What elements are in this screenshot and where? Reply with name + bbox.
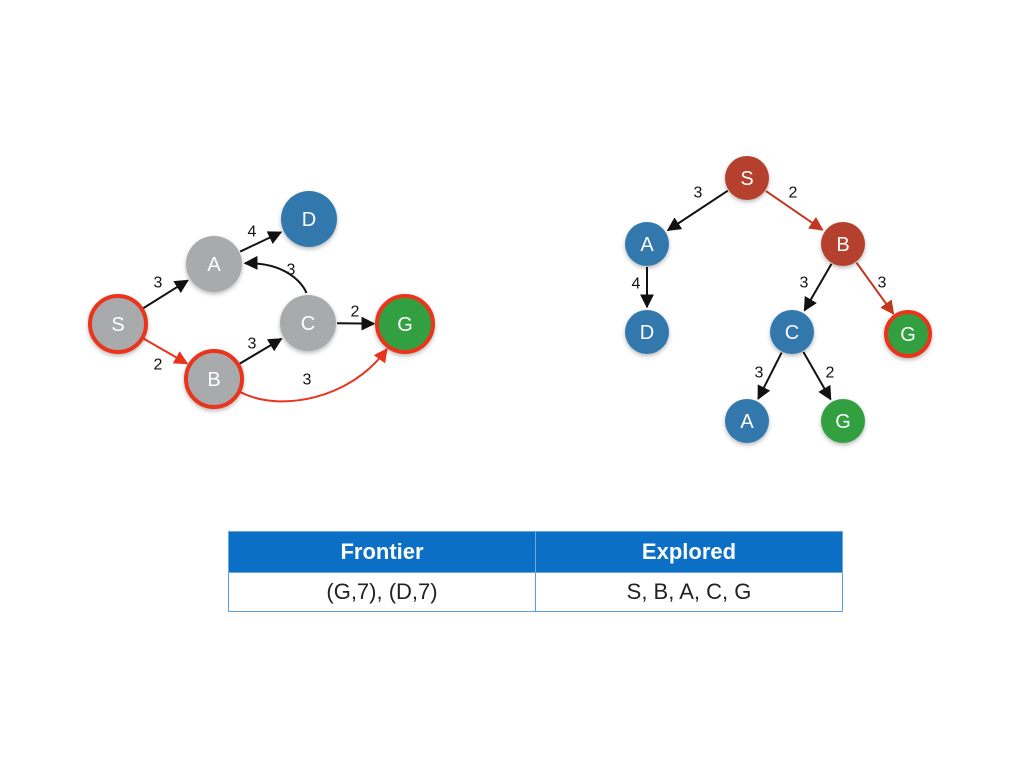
node-a1: A (625, 222, 669, 266)
edge-line (243, 255, 308, 294)
edge-s-b: 2 (765, 185, 824, 231)
edge-c-a: 3 (243, 255, 308, 294)
node-d: D (625, 310, 669, 354)
edge-weight-label: 2 (826, 365, 835, 382)
edge-weight-label: 3 (800, 275, 809, 292)
node-label: A (207, 254, 221, 276)
node-label: B (207, 369, 220, 391)
node-label: A (640, 234, 654, 256)
edge-weight-label: 2 (351, 304, 360, 321)
node-circle (821, 399, 865, 443)
node-circle (186, 236, 242, 292)
edge-line (666, 189, 729, 232)
table-header-row: Frontier Explored (228, 531, 843, 573)
edge-a1-d: 4 (632, 267, 654, 309)
node-d: D (281, 191, 337, 247)
edge-weight-label: 2 (789, 185, 798, 202)
edge-line (238, 338, 283, 366)
node-label: G (397, 314, 413, 336)
edge-line (802, 351, 832, 401)
node-circle (375, 294, 435, 354)
node-circle (625, 222, 669, 266)
edge-line (855, 262, 895, 315)
edge-weight-label: 4 (632, 276, 641, 293)
edge-weight-label: 3 (694, 185, 703, 202)
node-a: A (186, 236, 242, 292)
node-b: B (821, 222, 865, 266)
node-circle (884, 310, 932, 358)
node-circle (770, 310, 814, 354)
node-label: S (111, 314, 124, 336)
edge-line (142, 279, 189, 310)
frontier-cell: (G,7), (D,7) (228, 572, 536, 612)
node-circle (625, 310, 669, 354)
node-g2: G (821, 399, 865, 443)
node-b: B (184, 349, 244, 409)
edge-weight-label: 3 (755, 365, 764, 382)
node-label: B (836, 234, 849, 256)
table-row: (G,7), (D,7) S, B, A, C, G (228, 572, 843, 612)
edge-line (240, 347, 388, 403)
node-label: C (301, 313, 315, 335)
edge-b-c: 3 (800, 263, 833, 312)
edge-weight-label: 2 (154, 357, 163, 374)
node-label: D (640, 322, 654, 344)
frontier-header: Frontier (228, 531, 536, 573)
node-g: G (375, 294, 435, 354)
edge-line (239, 231, 283, 253)
edge-weight-label: 4 (248, 224, 257, 241)
edge-c-g2: 2 (802, 351, 835, 401)
node-circle (280, 295, 336, 351)
edge-line (757, 352, 783, 400)
edge-s-a1: 3 (666, 185, 729, 232)
node-circle (88, 294, 148, 354)
search-tree: 3 2 4 3 3 3 2 S A B D C G A G (625, 156, 932, 443)
edge-s-a: 3 (142, 275, 189, 310)
edge-c-g: 2 (336, 304, 376, 331)
node-circle (725, 156, 769, 200)
edge-weight-label: 3 (154, 275, 163, 292)
edge-weight-label: 3 (878, 275, 887, 292)
edge-b-g: 3 (240, 347, 388, 403)
node-circle (725, 399, 769, 443)
edge-line (142, 337, 189, 365)
explored-header: Explored (535, 531, 843, 573)
node-circle (821, 222, 865, 266)
explored-cell: S, B, A, C, G (535, 572, 843, 612)
node-s: S (725, 156, 769, 200)
node-c: C (770, 310, 814, 354)
node-label: G (900, 324, 916, 346)
node-label: G (835, 411, 851, 433)
edge-b-g1: 3 (855, 262, 895, 315)
edge-a-d: 4 (239, 224, 283, 253)
node-c: C (280, 295, 336, 351)
node-s: S (88, 294, 148, 354)
node-label: C (785, 322, 799, 344)
node-g1: G (884, 310, 932, 358)
state-graph: 3 2 4 3 3 2 3 S A B C D G (88, 191, 435, 409)
edge-line (803, 263, 833, 312)
edge-weight-label: 3 (303, 372, 312, 389)
edge-line (765, 190, 824, 231)
edge-weight-label: 3 (248, 336, 257, 353)
node-circle (184, 349, 244, 409)
node-label: D (302, 209, 316, 231)
edge-weight-label: 3 (287, 262, 296, 279)
node-label: S (740, 168, 753, 190)
edge-b-c: 3 (238, 336, 283, 366)
node-circle (281, 191, 337, 247)
edge-s-b: 2 (142, 337, 189, 374)
node-a2: A (725, 399, 769, 443)
edge-c-a2: 3 (755, 352, 783, 400)
search-state-table: Frontier Explored (G,7), (D,7) S, B, A, … (228, 531, 843, 612)
node-label: A (740, 411, 754, 433)
